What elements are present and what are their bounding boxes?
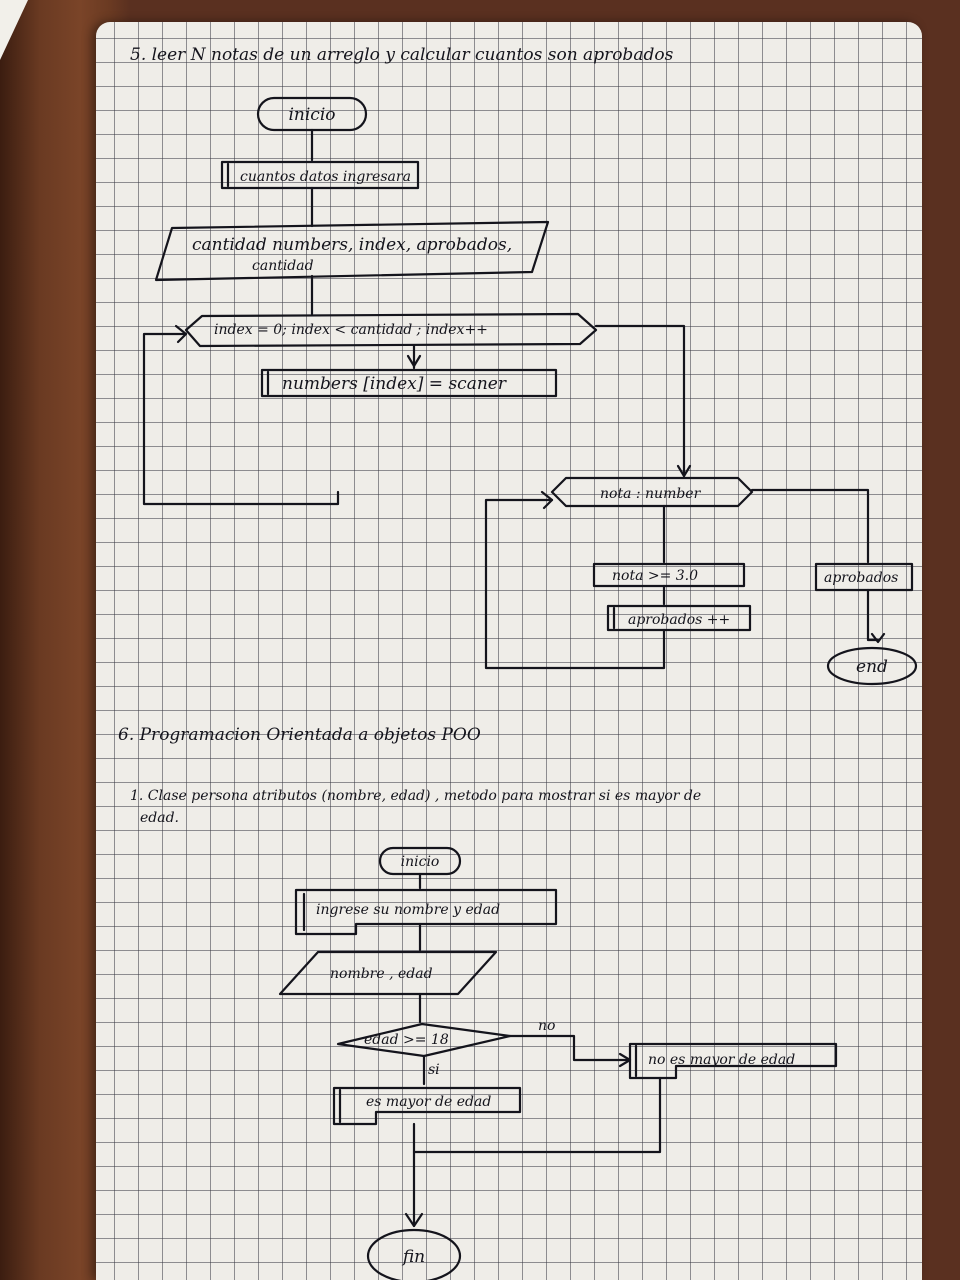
exercise-5-heading: 5. leer N notas de un arreglo y calcular… — [130, 45, 674, 65]
poo-no-merge-line — [412, 1076, 662, 1154]
ex5-assign-box: numbers [index] = scaner — [260, 368, 558, 398]
poo-task-line1: 1. Clase persona atributos (nombre, edad… — [130, 788, 701, 804]
ex5-connector — [866, 588, 880, 642]
poo-input-parallelogram: nombre , edad — [278, 950, 498, 996]
ex5-start-label: inicio — [288, 105, 335, 125]
ex5-arrowhead — [676, 464, 692, 478]
poo-yes-output-box: es mayor de edad — [332, 1086, 522, 1126]
ex5-end-terminator: end — [826, 646, 918, 686]
ex5-start-terminator: inicio — [256, 96, 368, 132]
poo-no-label: no — [538, 1018, 555, 1034]
poo-end-label: fin — [401, 1247, 425, 1267]
poo-yes-label: si — [428, 1062, 440, 1078]
poo-no-output-box: no es mayor de edad — [628, 1042, 838, 1080]
ex5-for-loop-hexagon: index = 0; index < cantidad ; index++ — [184, 312, 598, 348]
poo-prompt-box: ingrese su nombre y edad — [294, 888, 558, 936]
ex5-condition-box: nota >= 3.0 — [592, 562, 746, 588]
ex5-loop2-back-line — [484, 498, 666, 670]
ex5-prompt-label: cuantos datos ingresara — [240, 169, 411, 185]
poo-yes-output-label: es mayor de edad — [366, 1094, 491, 1110]
ex5-output-label: aprobados — [824, 570, 898, 586]
poo-no-branch-line — [508, 1034, 632, 1062]
poo-arrowhead — [404, 1212, 424, 1228]
ex5-arrowhead — [406, 354, 422, 368]
ex5-for-each-hexagon: nota : number — [550, 476, 754, 508]
poo-heading: 6. Programacion Orientada a objetos POO — [118, 725, 481, 745]
ex5-output-box: aprobados — [814, 562, 914, 592]
ex5-loop2-exit-line — [750, 488, 870, 564]
ex5-loop2-label: nota : number — [600, 486, 702, 502]
ex5-loop-exit-line — [594, 324, 686, 478]
poo-no-output-label: no es mayor de edad — [648, 1052, 795, 1068]
poo-start-label: inicio — [401, 854, 440, 870]
ex5-arrowhead — [870, 632, 886, 644]
ex5-input-line1: cantidad numbers, index, aprobados, — [192, 235, 512, 255]
ex5-end-label: end — [856, 657, 888, 677]
ex5-increment-label: aprobados ++ — [628, 612, 730, 628]
ex5-loop2-arrowhead — [540, 490, 554, 510]
ex5-loop-back-line — [142, 332, 340, 506]
ex5-input-parallelogram: cantidad numbers, index, aprobados, cant… — [154, 220, 550, 282]
poo-task-line2: edad. — [140, 810, 179, 826]
poo-decision-label: edad >= 18 — [364, 1032, 449, 1048]
ex5-loop1-label: index = 0; index < cantidad ; index++ — [214, 322, 488, 338]
poo-prompt-label: ingrese su nombre y edad — [316, 902, 500, 918]
poo-input-label: nombre , edad — [330, 966, 433, 982]
ex5-condition-label: nota >= 3.0 — [612, 568, 698, 584]
ex5-prompt-box: cuantos datos ingresara — [220, 160, 420, 190]
ex5-input-line2: cantidad — [252, 258, 314, 274]
graph-paper-sheet — [96, 22, 922, 1280]
poo-end-terminator: fin — [366, 1228, 462, 1280]
ex5-loop-arrowhead — [174, 324, 188, 344]
ex5-increment-box: aprobados ++ — [606, 604, 752, 632]
ex5-assign-label: numbers [index] = scaner — [282, 374, 507, 394]
poo-start-terminator: inicio — [378, 846, 462, 876]
paper-corner — [0, 0, 28, 60]
poo-decision-diamond: edad >= 18 — [336, 1022, 512, 1058]
